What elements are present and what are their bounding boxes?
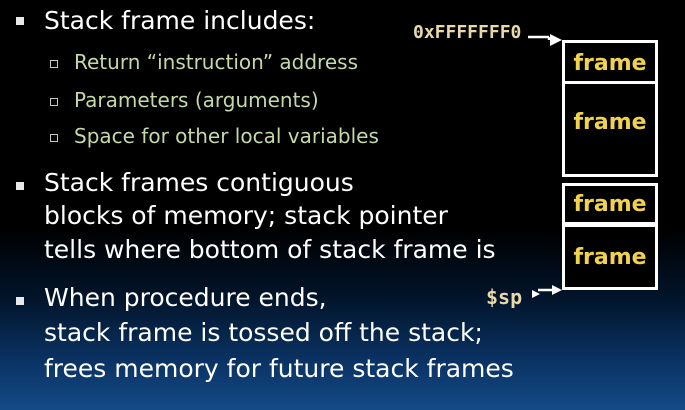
sub-bullet-marker: [50, 134, 58, 142]
frame-label: frame: [573, 51, 647, 76]
bullet-text: frees memory for future stack frames: [44, 354, 514, 383]
bullet-marker: [16, 17, 24, 25]
bullet-text: blocks of memory; stack pointer: [44, 201, 448, 230]
bullet-text: stack frame is tossed off the stack;: [44, 318, 483, 347]
sub-bullet-text: Parameters (arguments): [74, 88, 319, 112]
frame-label: frame: [573, 192, 647, 217]
sub-bullet-marker: [50, 60, 58, 68]
bullet-text: Stack frames contiguous: [44, 168, 354, 197]
bullet-text: Stack frame includes:: [44, 6, 316, 35]
sub-bullet-text: Return “instruction” address: [74, 50, 358, 74]
frame-label: frame: [573, 245, 647, 270]
frame-label: frame: [573, 110, 647, 135]
sub-bullet-text: Space for other local variables: [74, 124, 379, 148]
bullet-text: tells where bottom of stack frame is: [44, 235, 496, 264]
sub-bullet-marker: [50, 98, 58, 106]
bullet-marker: [16, 297, 24, 305]
stack-frame: frame: [562, 81, 658, 177]
stack-frame: frame: [562, 40, 658, 84]
stack-frame: frame: [562, 183, 658, 225]
bullet-text: When procedure ends,: [44, 283, 327, 312]
bullet-marker: [16, 182, 24, 190]
stack-pointer-label: $sp: [486, 285, 523, 309]
stack-frame: frame: [562, 224, 658, 290]
top-address-label: 0xFFFFFFF0: [413, 22, 522, 43]
